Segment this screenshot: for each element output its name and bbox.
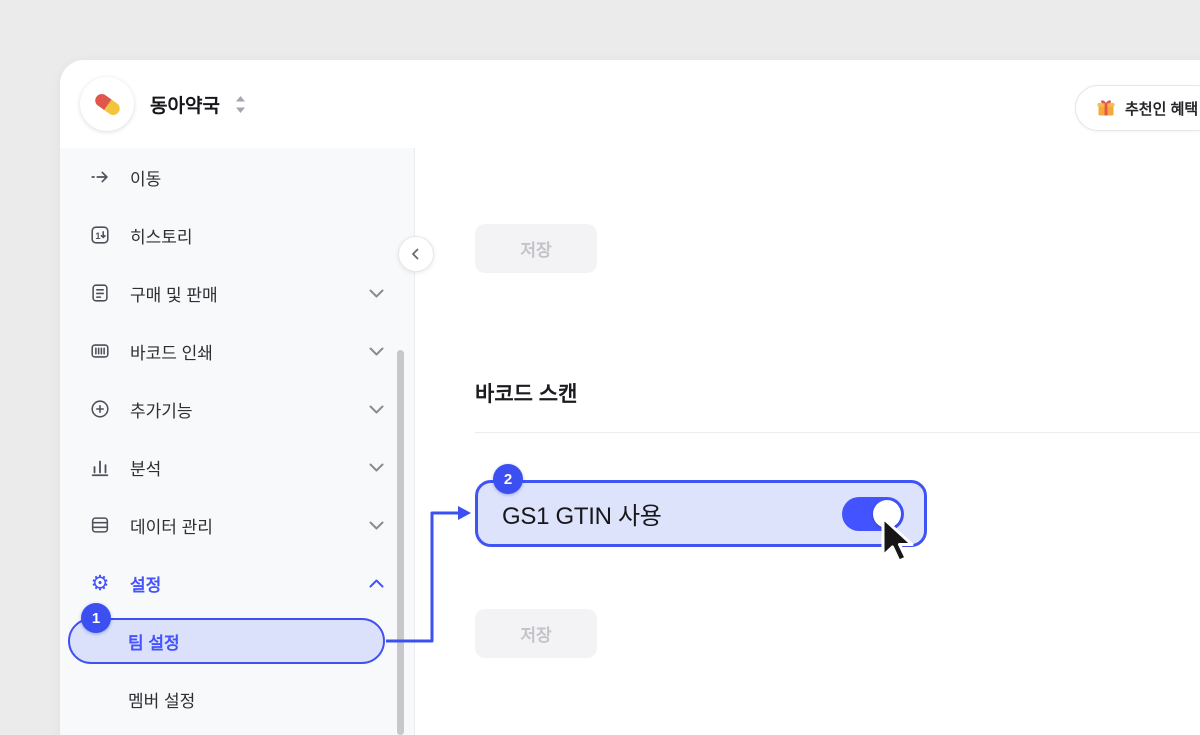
sidebar-item-extras[interactable]: 추가기능 [60,380,414,438]
save-button-bottom[interactable]: 저장 [475,609,597,658]
barcode-icon [88,339,112,363]
team-settings-highlight[interactable]: 팀 설정 [68,618,385,664]
sidebar-item-move[interactable]: 이동 [60,148,414,206]
toggle-knob [873,499,901,528]
sidebar-item-label: 구매 및 판매 [130,285,218,305]
chevron-down-icon [369,405,384,413]
document-icon [88,281,112,305]
sidebar-item-history[interactable]: 1 히스토리 [60,206,414,264]
sidebar-scrollbar[interactable] [397,350,404,735]
sidebar-item-label: 히스토리 [130,227,193,247]
sidebar-item-label: 팀 설정 [128,633,180,653]
app-window: 동아약국 추천인 혜택 [60,60,1200,735]
step-badge-2: 2 [493,464,523,494]
sidebar-item-team-settings[interactable]: 1 팀 설정 [60,603,414,670]
gear-icon: ⚙ [90,571,110,595]
gtin-toggle[interactable] [842,496,904,531]
chevron-down-icon [369,521,384,529]
sidebar-item-label: 이동 [130,169,162,189]
referral-button[interactable]: 추천인 혜택 [1075,85,1200,131]
move-arrow-icon [88,165,112,189]
sidebar-item-label: 멤버 설정 [128,691,196,711]
org-name: 동아약국 [150,95,220,117]
chevron-left-icon [412,248,419,260]
database-icon [88,513,112,537]
sidebar-item-barcode-print[interactable]: 바코드 인쇄 [60,322,414,380]
capsule-icon [92,90,122,118]
chevron-up-icon [369,579,384,587]
sidebar: 이동 1 히스토리 [60,148,415,735]
sidebar-item-label: 추가기능 [130,401,193,421]
sidebar-collapse-button[interactable] [398,236,434,272]
org-switcher-icon[interactable] [234,95,247,114]
sidebar-item-label: 분석 [130,459,162,479]
chevron-down-icon [369,463,384,471]
top-bar: 동아약국 추천인 혜택 [60,60,1200,148]
sidebar-item-label: 바코드 인쇄 [130,343,213,363]
section-title: 바코드 스캔 [475,383,578,406]
sidebar-item-settings[interactable]: ⚙ 설정 [60,554,414,612]
bar-chart-icon [88,455,112,479]
section-divider [475,432,1200,433]
step-badge-1: 1 [81,603,111,633]
sidebar-item-data-management[interactable]: 데이터 관리 [60,496,414,554]
gtin-label: GS1 GTIN 사용 [502,503,662,530]
chevron-down-icon [369,347,384,355]
history-icon: 1 [88,223,112,247]
sidebar-item-purchase-sales[interactable]: 구매 및 판매 [60,264,414,322]
sidebar-item-analytics[interactable]: 분석 [60,438,414,496]
plus-circle-icon [88,397,112,421]
sidebar-item-member-settings[interactable]: 멤버 설정 [60,670,414,728]
gtin-setting-card: GS1 GTIN 사용 2 [475,464,927,547]
save-button-top[interactable]: 저장 [475,224,597,273]
sidebar-item-label: 설정 [130,575,162,595]
referral-label: 추천인 혜택 [1125,100,1199,118]
gift-icon [1097,100,1115,116]
pharmacy-logo[interactable] [80,77,134,131]
chevron-down-icon [369,289,384,297]
svg-text:1: 1 [95,231,100,241]
sidebar-item-label: 데이터 관리 [130,517,213,537]
